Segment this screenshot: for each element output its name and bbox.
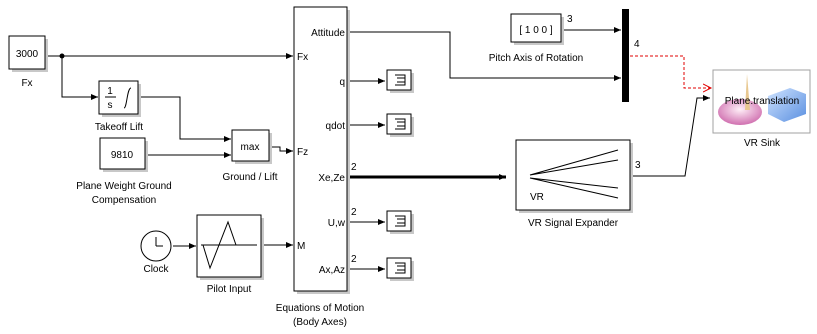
vr-box-icon bbox=[768, 88, 806, 122]
clock-label: Clock bbox=[143, 264, 169, 275]
eom-label-2: (Body Axes) bbox=[293, 317, 347, 328]
width-label-axaz: 2 bbox=[351, 254, 357, 265]
eom-out-port-q: q bbox=[339, 77, 345, 88]
signal-translation[interactable] bbox=[631, 95, 710, 177]
signal-fx-branch[interactable] bbox=[61, 56, 98, 100]
weight-constant-label-2: Compensation bbox=[92, 195, 156, 206]
eom-out-port-xeze: Xe,Ze bbox=[318, 173, 345, 184]
width-label-expander: 3 bbox=[635, 160, 641, 171]
eom-in-port-m: M bbox=[297, 241, 305, 252]
fx-constant-value: 3000 bbox=[16, 49, 39, 60]
takeoff-lift-integrator-block[interactable]: 1 s Takeoff Lift bbox=[95, 80, 143, 133]
clock-block[interactable]: Clock bbox=[140, 230, 172, 275]
eom-in-port-fx: Fx bbox=[297, 52, 308, 63]
width-label-mux: 4 bbox=[634, 39, 640, 50]
pitch-axis-constant-block[interactable]: [ 1 0 0 ] Pitch Axis of Rotation bbox=[489, 13, 584, 64]
terminator-qdot[interactable] bbox=[386, 113, 414, 137]
integrator-denominator: s bbox=[108, 100, 113, 111]
width-label-uw: 2 bbox=[351, 207, 357, 218]
signal-attitude[interactable] bbox=[347, 31, 621, 81]
ground-lift-minmax-block[interactable]: max Ground / Lift bbox=[222, 129, 278, 183]
weight-constant-block[interactable]: 9810 Plane Weight Ground Compensation bbox=[76, 137, 172, 206]
signal-lift[interactable] bbox=[139, 96, 231, 142]
signal-lines bbox=[48, 27, 711, 272]
integral-sign-icon bbox=[123, 87, 132, 109]
eom-out-port-qdot: qdot bbox=[326, 121, 346, 132]
terminator-icon bbox=[395, 74, 406, 86]
integrator-numerator: 1 bbox=[107, 86, 113, 97]
terminator-q[interactable] bbox=[386, 69, 414, 93]
expander-fan-icon bbox=[529, 149, 619, 199]
equations-of-motion-block[interactable]: Fx Fz M Attitude q qdot Xe,Ze U,w Ax,Az … bbox=[276, 6, 364, 328]
vr-sink-label: VR Sink bbox=[744, 138, 781, 149]
vr-signal-expander-block[interactable]: VR VR Signal Expander bbox=[515, 139, 633, 229]
eom-out-port-axaz: Ax,Az bbox=[319, 265, 345, 276]
eom-out-port-uw: U,w bbox=[328, 218, 346, 229]
weight-constant-value: 9810 bbox=[111, 150, 134, 161]
terminator-axaz[interactable] bbox=[386, 257, 414, 281]
minmax-function: max bbox=[241, 142, 260, 153]
pilot-input-label: Pilot Input bbox=[207, 284, 252, 295]
fx-constant-block[interactable]: 3000 Fx bbox=[8, 35, 48, 89]
signal-rotation[interactable] bbox=[630, 55, 711, 88]
pitch-axis-value: [ 1 0 0 ] bbox=[519, 25, 553, 36]
mux-block[interactable] bbox=[622, 9, 629, 102]
pilot-waveform-icon bbox=[202, 220, 255, 270]
expander-label: VR Signal Expander bbox=[528, 218, 619, 229]
width-label-xeze: 2 bbox=[351, 162, 357, 173]
branch-point bbox=[59, 53, 65, 59]
vr-cone-icon bbox=[718, 99, 762, 125]
eom-label-1: Equations of Motion bbox=[276, 303, 364, 314]
signal-fz[interactable] bbox=[271, 146, 293, 154]
signal-width-labels: 3 4 2 2 2 3 bbox=[351, 14, 641, 265]
eom-out-port-attitude: Attitude bbox=[311, 28, 345, 39]
pilot-input-block[interactable]: Pilot Input bbox=[196, 214, 264, 295]
integrator-label: Takeoff Lift bbox=[95, 122, 143, 133]
expander-vr-text: VR bbox=[530, 192, 544, 203]
terminator-icon bbox=[395, 262, 406, 274]
fx-constant-label: Fx bbox=[21, 78, 32, 89]
minmax-label: Ground / Lift bbox=[222, 172, 277, 183]
vr-sink-block[interactable]: Plane.translation VR Sink bbox=[712, 69, 811, 149]
vr-spike-icon bbox=[745, 74, 750, 110]
vr-sink-port: Plane.translation bbox=[725, 96, 800, 107]
terminator-uw[interactable] bbox=[386, 210, 414, 234]
width-label-pitch: 3 bbox=[567, 14, 573, 25]
terminator-icon bbox=[395, 118, 406, 130]
pitch-axis-label: Pitch Axis of Rotation bbox=[489, 53, 584, 64]
weight-constant-label-1: Plane Weight Ground bbox=[76, 181, 171, 192]
eom-in-port-fz: Fz bbox=[297, 147, 308, 158]
terminator-icon bbox=[395, 215, 406, 227]
